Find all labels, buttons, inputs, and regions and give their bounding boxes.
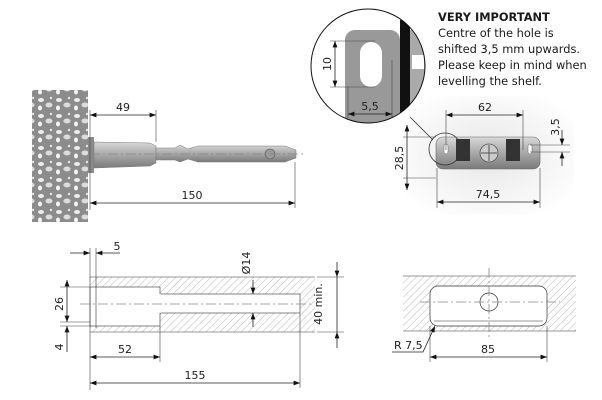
note-line: Centre of the hole is — [438, 26, 554, 40]
bolt-hole — [159, 293, 301, 314]
dim-diameter-14: Ø14 — [240, 252, 253, 275]
dim-85: 85 — [481, 343, 495, 356]
dim-26: 26 — [53, 297, 66, 311]
dim-4: 4 — [53, 344, 66, 351]
note-line: shifted 3,5 mm upwards. — [438, 42, 581, 56]
dim-155: 155 — [185, 369, 206, 382]
note-line: levelling the shelf. — [438, 74, 542, 88]
dim-62: 62 — [478, 101, 492, 114]
dim-40-min: 40 min. — [312, 283, 325, 325]
note-line: Please keep in mind when — [438, 58, 587, 72]
recess-view: 85 R 7,5 — [392, 268, 576, 362]
dim-28-5: 28,5 — [393, 146, 406, 171]
slot — [360, 42, 382, 87]
dim-5: 5 — [114, 240, 121, 253]
bracket-view: 62 74,5 28,5 3,5 — [393, 96, 574, 214]
dim-74-5: 74,5 — [476, 188, 501, 201]
dim-52: 52 — [118, 343, 132, 356]
bolt — [155, 144, 297, 163]
dim-3-5: 3,5 — [549, 118, 562, 136]
hanger-body — [93, 141, 157, 169]
note-title: VERY IMPORTANT — [438, 10, 550, 24]
important-note: VERY IMPORTANT Centre of the hole is shi… — [438, 9, 587, 89]
dim-5-5: 5,5 — [361, 100, 379, 113]
wall — [32, 90, 88, 222]
dim-10: 10 — [321, 57, 334, 71]
dim-150: 150 — [182, 189, 203, 202]
counterbore — [89, 286, 161, 327]
dim-49: 49 — [116, 101, 130, 114]
mounting-view: 49 150 — [32, 90, 306, 222]
wall-plate — [88, 137, 94, 173]
dim-r-7-5: R 7,5 — [394, 339, 423, 352]
detail-magnifier: 10 5,5 — [310, 8, 426, 124]
drill-section: 5 26 4 52 155 Ø14 40 min. — [53, 240, 344, 390]
